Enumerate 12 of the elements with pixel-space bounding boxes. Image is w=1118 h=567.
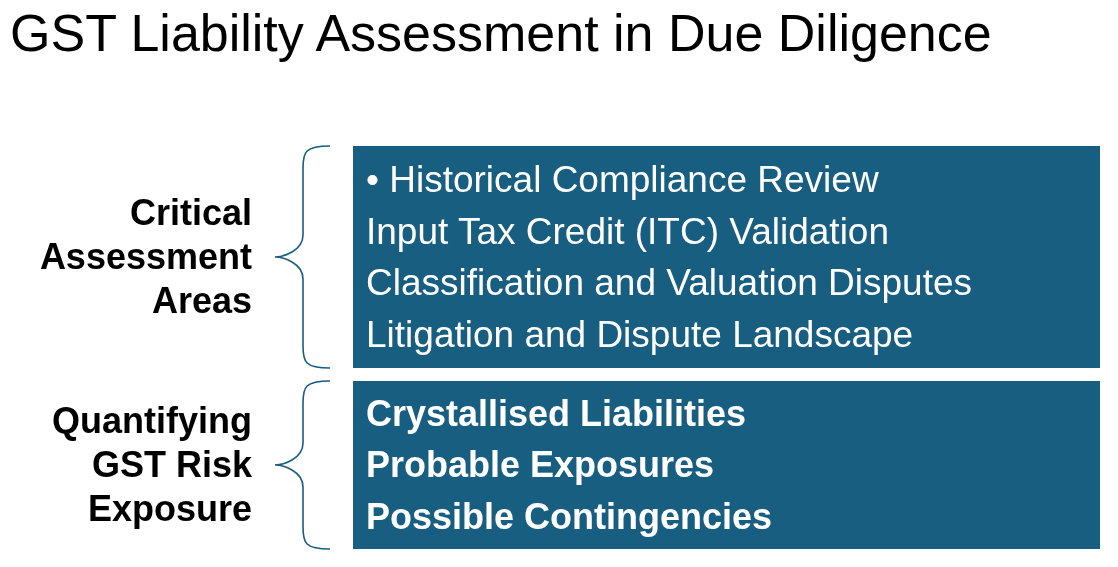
list-item-text: Crystallised Liabilities — [366, 391, 747, 436]
content-panel — [353, 381, 1100, 549]
list-item-text: • Historical Compliance Review — [366, 158, 879, 202]
list-item-text: Input Tax Credit (ITC) Validation — [366, 209, 890, 254]
diagram-title: GST Liability Assessment in Due Diligence — [10, 3, 992, 64]
list-item-text: Probable Exposures — [366, 443, 715, 488]
section-label: Critical Assessment Areas — [38, 191, 252, 323]
list-item-text: Possible Contingencies — [366, 494, 773, 539]
list-item-text: Classification and Valuation Disputes — [366, 261, 973, 305]
section-label: Quantifying GST Risk Exposure — [51, 399, 252, 531]
content-panel — [353, 146, 1100, 368]
list-item-text: Litigation and Dispute Landscape — [366, 312, 914, 357]
